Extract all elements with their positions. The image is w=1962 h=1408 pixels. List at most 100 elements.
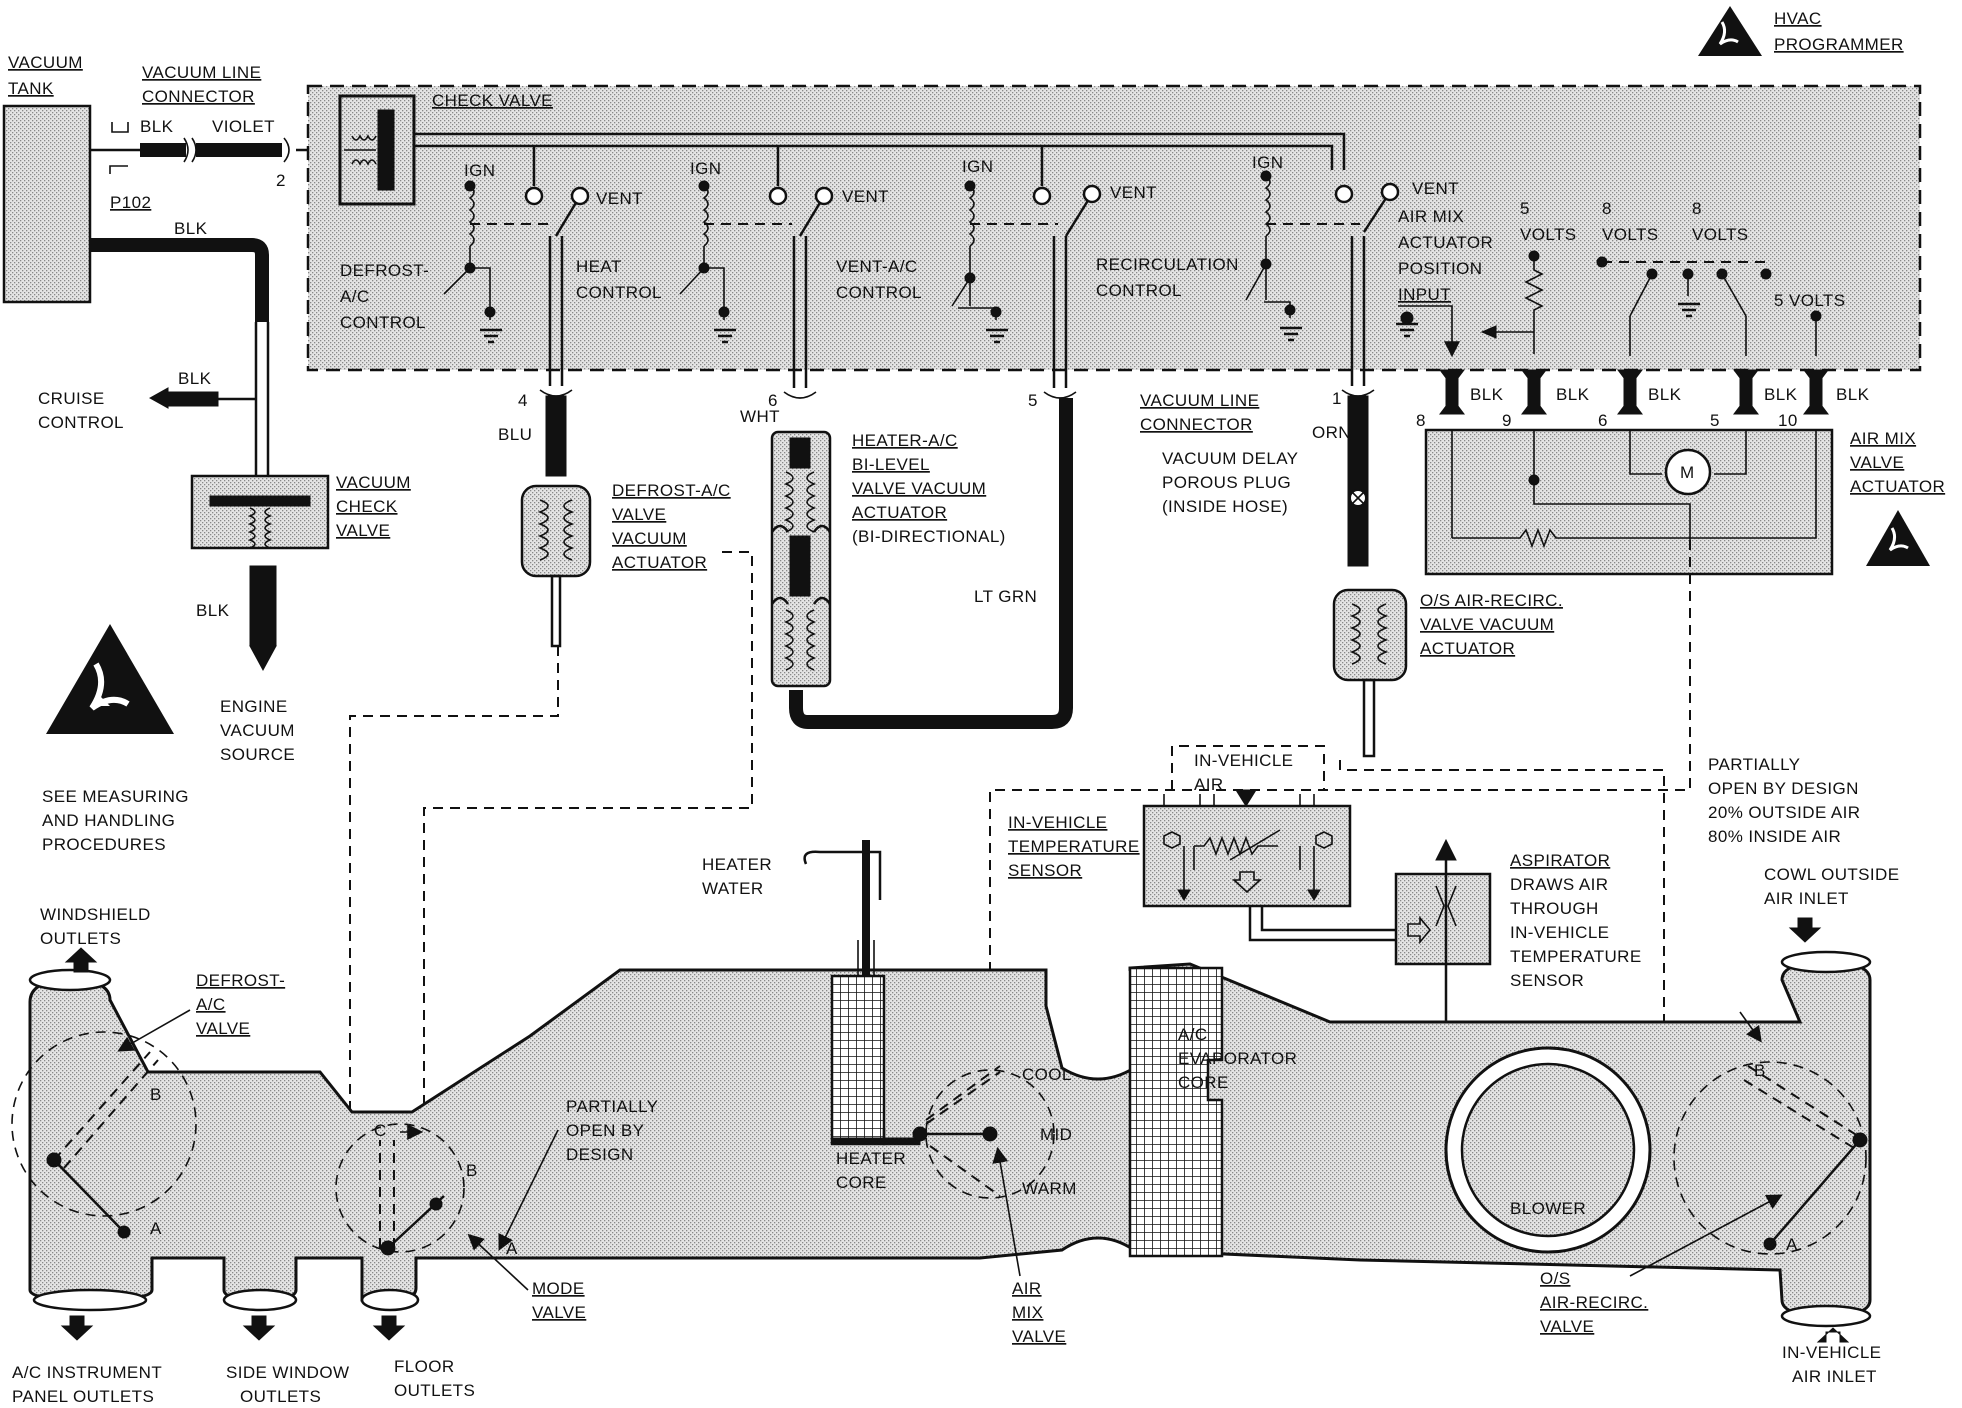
vent-ac-solenoid xyxy=(951,180,1102,344)
vacuum-line-connector-label-2: CONNECTOR xyxy=(142,87,255,106)
heater-water-label-1: HEATER xyxy=(702,855,772,874)
windshield-arrow-icon xyxy=(64,947,98,973)
cruise-control-label-1: CRUISE xyxy=(38,389,105,408)
five-volts-label-2: VOLTS xyxy=(1520,225,1576,244)
heater-bilevel-actuator xyxy=(770,430,832,688)
port-4 xyxy=(1334,184,1354,204)
five-volts-label-1: 5 xyxy=(1520,199,1530,218)
eight-volts-a-label-1: 8 xyxy=(1602,199,1612,218)
heat-clip xyxy=(783,391,817,399)
heater-core-label-1: HEATER xyxy=(836,1149,906,1168)
vacuum-line-connector-mid-label-1: VACUUM LINE xyxy=(1140,391,1259,410)
heat-control-label-2: CONTROL xyxy=(576,283,662,302)
side-window-outlet xyxy=(222,1288,298,1312)
programmer-circuit xyxy=(1480,250,1822,356)
heater-core xyxy=(830,974,886,1146)
vacuum-line-connector-mid-label-2: CONNECTOR xyxy=(1140,415,1253,434)
aspirator xyxy=(1394,838,1492,1076)
ac-instrument-panel-label-2: PANEL OUTLETS xyxy=(12,1387,154,1406)
blk-pin-label-2: BLK xyxy=(1556,385,1590,404)
see-measuring-label-1: SEE MEASURING xyxy=(42,787,189,806)
ign-label-2: IGN xyxy=(690,159,721,178)
recirc-linkage xyxy=(1339,760,1665,1052)
floor-arrow-icon xyxy=(372,1315,406,1341)
letter-b-mode: B xyxy=(466,1161,478,1180)
aspirator-label-1: ASPIRATOR xyxy=(1510,851,1610,870)
in-vehicle-air-label-1: IN-VEHICLE xyxy=(1194,751,1293,770)
see-measuring-label-2: AND HANDLING xyxy=(42,811,175,830)
floor-outlets-label-1: FLOOR xyxy=(394,1357,455,1376)
in-vehicle-inlet xyxy=(1780,1304,1872,1328)
esd-warning-icon xyxy=(46,624,174,734)
os-air-recirc-actuator-label-3: ACTUATOR xyxy=(1420,639,1515,658)
ground-node xyxy=(1400,311,1414,325)
in-vehicle-temp-sensor-label-1: IN-VEHICLE xyxy=(1008,813,1107,832)
air-mix-valve-actuator: M xyxy=(1424,428,1834,576)
warm-label: WARM xyxy=(1022,1179,1077,1198)
manifold-line-top xyxy=(414,132,1346,170)
heater-bilevel-label-1: HEATER-A/C xyxy=(852,431,958,450)
in-vehicle-temp-sensor xyxy=(1142,794,1352,908)
defrost-linkage xyxy=(349,646,559,1113)
recirc-solenoid xyxy=(1245,170,1400,342)
letter-b-recirc: B xyxy=(1754,1061,1766,1080)
aspirator-label-3: THROUGH xyxy=(1510,899,1599,918)
defrost-ac-valve-label-3: VALVE xyxy=(196,1019,250,1038)
engine-source-arrow-icon xyxy=(249,645,277,672)
instrument-panel-arrow-icon xyxy=(60,1315,94,1341)
vacuum-check-valve-label-3: VALVE xyxy=(336,521,390,540)
cool-label: COOL xyxy=(1022,1065,1072,1084)
five-volts-right-label: 5 VOLTS xyxy=(1774,291,1845,310)
vent-ac-clip xyxy=(1043,391,1077,399)
heater-bilevel-label-3: VALVE VACUUM xyxy=(852,479,986,498)
air-mix-valve-label-1: AIR xyxy=(1012,1279,1042,1298)
cruise-arrow-icon xyxy=(148,387,169,409)
pin-5-label: 5 xyxy=(1028,391,1038,410)
windshield-outlets-label-2: OUTLETS xyxy=(40,929,121,948)
os-air-recirc-valve-label-2: AIR-RECIRC. xyxy=(1540,1293,1648,1312)
os-air-recirc-pointer xyxy=(1629,1194,1783,1277)
air-mix-actuator-label-3: POSITION xyxy=(1398,259,1482,278)
blu-hose xyxy=(545,395,567,477)
air-mix-actuator-label-1: AIR MIX xyxy=(1398,207,1464,226)
blk-pin-label-3: BLK xyxy=(1648,385,1682,404)
defrost-ac-control-label-1: DEFROST- xyxy=(340,261,429,280)
floor-outlets-label-2: OUTLETS xyxy=(394,1381,475,1400)
os-air-recirc-actuator-label-1: O/S AIR-RECIRC. xyxy=(1420,591,1563,610)
defrost-valve-actuator-label-1: DEFROST-A/C xyxy=(612,481,731,500)
side-window-outlets-label-2: OUTLETS xyxy=(240,1387,321,1406)
pin-4-label: 4 xyxy=(518,391,528,410)
orn-label: ORN xyxy=(1312,423,1351,442)
air-mix-valve-label-2: MIX xyxy=(1012,1303,1043,1322)
recirculation-control-label-1: RECIRCULATION xyxy=(1096,255,1239,274)
in-vehicle-temp-sensor-label-3: SENSOR xyxy=(1008,861,1082,880)
air-mix-valve-pointer xyxy=(992,1146,1021,1277)
mode-valve-pointer xyxy=(467,1233,529,1291)
orn-hose xyxy=(1347,395,1369,567)
engine-source-hose xyxy=(249,565,277,647)
evaporator-label-2: EVAPORATOR xyxy=(1178,1049,1297,1068)
defrost-ac-control-label-2: A/C xyxy=(340,287,370,306)
blower-label: BLOWER xyxy=(1510,1199,1586,1218)
aspirator-label-6: SENSOR xyxy=(1510,971,1584,990)
mode-valve-door xyxy=(335,1123,465,1256)
letter-a-mode: A xyxy=(506,1239,518,1258)
p102-label: P102 xyxy=(110,193,151,212)
blk-pin-label-1: BLK xyxy=(1470,385,1504,404)
heater-bilevel-label-4: ACTUATOR xyxy=(852,503,947,522)
heater-water-label-2: WATER xyxy=(702,879,764,898)
motor-icon xyxy=(1664,448,1712,496)
vacuum-delay-label-3: (INSIDE HOSE) xyxy=(1162,497,1288,516)
defrost-valve-actuator xyxy=(520,484,592,648)
os-air-recirc-actuator-label-2: VALVE VACUUM xyxy=(1420,615,1554,634)
eight-volts-a-label-2: VOLTS xyxy=(1602,225,1658,244)
engine-vacuum-line xyxy=(254,322,270,480)
vent-ac-control-label-2: CONTROL xyxy=(836,283,922,302)
aspirator-label-2: DRAWS AIR xyxy=(1510,875,1608,894)
recirc-line xyxy=(1350,236,1366,386)
vent-ac-control-label-1: VENT-A/C xyxy=(836,257,918,276)
vent-label-4: VENT xyxy=(1412,179,1459,198)
side-window-arrow-icon xyxy=(242,1315,276,1341)
port-1 xyxy=(524,186,544,206)
defrost-clip xyxy=(539,389,573,397)
